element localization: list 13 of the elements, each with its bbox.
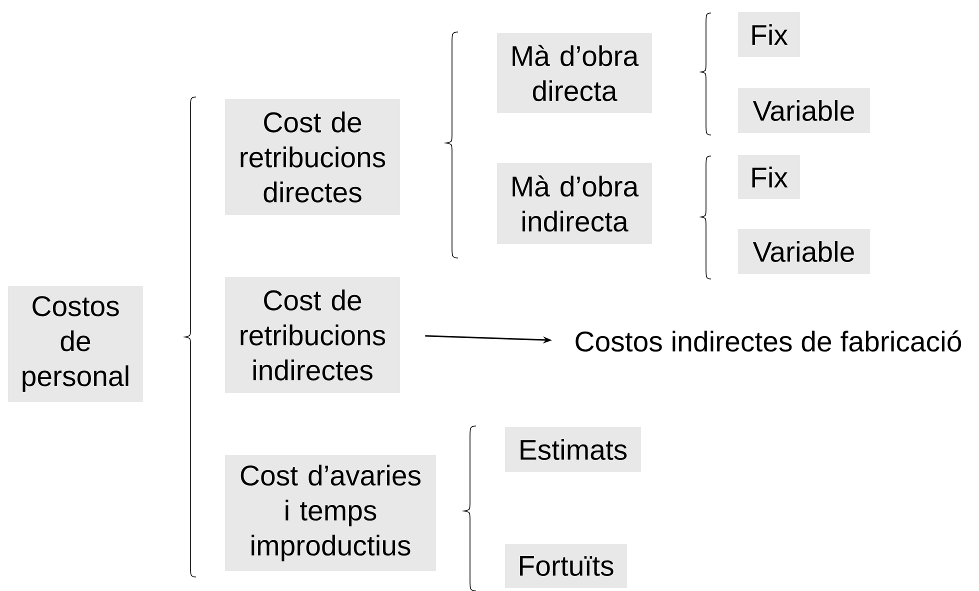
process-box: Fix — [738, 12, 800, 57]
target-label: Costos indirectes de fabricació — [576, 330, 962, 352]
process-box: Variable — [738, 229, 870, 274]
process-box: Mà d’obra indirecta — [497, 163, 652, 244]
process-box: Cost de retribucions directes — [225, 99, 400, 215]
process-box: Fortuïts — [505, 544, 627, 588]
process-box: Fix — [738, 155, 800, 199]
process-box: Variable — [738, 88, 870, 133]
process-box: Cost de retribucions indirectes — [225, 277, 400, 393]
process-box: Cost d’avaries i temps improductius — [225, 455, 436, 571]
process-box: Estimats — [505, 427, 641, 472]
process-box: Costos de personal — [8, 286, 143, 402]
process-box: Mà d’obra directa — [497, 33, 652, 113]
